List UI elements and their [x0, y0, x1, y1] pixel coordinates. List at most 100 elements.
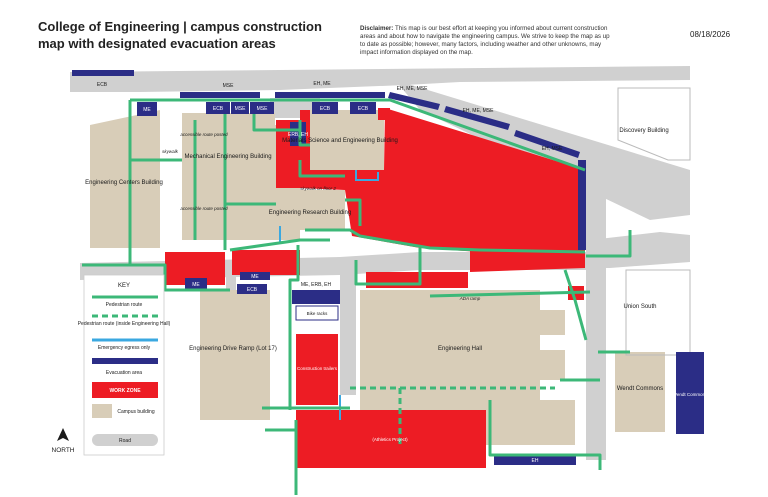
work-zone-left-road	[165, 252, 225, 285]
building-engineering-research	[276, 190, 345, 230]
key-work-swatch	[92, 382, 158, 398]
page-title: College of Engineering | campus construc…	[38, 19, 322, 51]
route-mid	[229, 238, 330, 252]
key-road-label: Road	[119, 438, 131, 444]
work-zone-east-road	[470, 248, 585, 272]
evac-label-ecb-top: ECB	[97, 82, 108, 88]
evac-mse-top	[180, 92, 260, 98]
building-wendt-commons	[615, 352, 665, 432]
road-stub-2	[340, 270, 356, 395]
route-east-branch	[586, 230, 632, 258]
label-materials-science: Materials Science and Engineering Buildi…	[282, 138, 398, 144]
evac-mse-row	[231, 102, 249, 114]
bike-racks-box	[295, 305, 339, 321]
evac-ecb-low	[237, 284, 267, 294]
route-east-diag	[563, 269, 588, 341]
evac-labels: ECB MSE EH, ME EH, ME, MSE EH, ME, MSE E…	[97, 81, 708, 464]
annotation-bike-racks: Bike racks	[307, 311, 329, 316]
key-road-swatch	[92, 434, 158, 446]
building-discovery	[617, 87, 691, 161]
evac-erb-eh	[290, 122, 306, 146]
evac-label-mse-row-2: MSE	[257, 106, 269, 112]
evac-eh-me-mse	[388, 92, 440, 110]
building-mechanical-engineering	[182, 113, 300, 240]
label-engineering-research: Engineering Research Building	[269, 210, 351, 216]
route-hall-north	[354, 248, 422, 286]
label-engineering-centers: Engineering Centers Building	[85, 180, 163, 186]
label-engineering-drive-ramp: Engineering Drive Ramp (Lot 17)	[189, 346, 277, 352]
compass: NORTH	[52, 428, 75, 454]
key-pedestrian-label: Pedestrian route	[106, 302, 143, 308]
evac-label-mse-top: MSE	[223, 83, 235, 89]
evac-label-me-erb-eh: ME, ERB, EH	[301, 282, 332, 288]
key-box	[83, 274, 165, 456]
route-left-road	[82, 263, 230, 292]
key-inside-label: Pedestrian route (inside Engineering Hal…	[78, 321, 171, 327]
annotation-skywalk: skywalk	[162, 149, 179, 154]
evac-me-low	[185, 278, 207, 290]
work-zone-mid-road	[232, 250, 300, 275]
evac-ecb-mse-2	[350, 102, 376, 114]
annotation-ada-ramp: ADA ramp	[459, 296, 481, 301]
route-bottom-right	[488, 400, 602, 470]
evac-ecb-mse	[312, 102, 338, 114]
evac-label-mse-row: MSE	[235, 106, 247, 112]
evac-ecb-row	[206, 102, 230, 114]
road-north	[70, 66, 690, 92]
building-engineering-centers	[90, 110, 160, 248]
route-erb	[345, 198, 362, 226]
evac-label-erb-eh: ERB, EH	[288, 132, 308, 138]
key-building-swatch	[92, 404, 112, 418]
evac-label-eh-me-top: EH, ME	[313, 81, 331, 87]
building-union-south	[625, 269, 691, 356]
evac-eh-me-mse-2	[444, 106, 510, 130]
route-mse-1	[298, 120, 310, 147]
label-engineering-hall: Engineering Hall	[438, 346, 482, 352]
evac-label-me-mid: ME	[251, 274, 259, 280]
key-title: KEY	[118, 283, 130, 289]
route-north	[130, 98, 586, 172]
evac-label-eh-me-mse: EH, ME, MSE	[397, 86, 429, 92]
evac-label-me-low: ME	[192, 282, 200, 288]
evacuation-areas	[72, 70, 704, 465]
building-labels: Engineering Centers Building Mechanical …	[85, 128, 669, 392]
map-key: KEY Pedestrian route Pedestrian route (i…	[78, 274, 171, 456]
evac-eh-mse	[514, 130, 580, 158]
work-zone-athletics	[296, 410, 486, 468]
evac-label-wendt-commons: Wendt Commons	[673, 392, 708, 397]
evac-label-me-left: ME	[143, 107, 151, 113]
annotation-athletics-project: (Athletics Project)	[372, 437, 408, 442]
label-union-south: Union South	[623, 304, 656, 310]
evac-wendt-commons	[676, 352, 704, 434]
work-zones	[165, 108, 585, 468]
building-materials-science	[310, 110, 384, 170]
work-zone-small	[378, 108, 390, 120]
annotation-skywalk-floor2: skywalk on floor 2	[300, 186, 336, 191]
pedestrian-routes	[82, 98, 632, 495]
north-arrow-icon	[57, 428, 69, 441]
key-evac-swatch	[92, 358, 158, 364]
disclaimer-label: Disclaimer:	[360, 25, 394, 32]
date-label: 08/18/2026	[690, 30, 731, 39]
evac-eh-me-top	[275, 92, 385, 98]
annotation-construction-trailers: Construction trailers	[297, 366, 338, 371]
evac-ecb-top	[72, 70, 134, 76]
route-hall-ada	[429, 290, 591, 298]
disclaimer: Disclaimer: This map is our best effort …	[360, 25, 612, 57]
route-mse-2	[298, 160, 345, 178]
evac-mse-row-2	[250, 102, 274, 114]
label-mechanical-engineering: Mechanical Engineering Building	[184, 154, 271, 160]
key-evac-label: Evacuation area	[106, 370, 142, 376]
evac-label-eh-me-mse-2: EH, ME, MSE	[463, 108, 495, 114]
evac-label-eh-mse: EH, MSE	[542, 146, 563, 152]
key-building-label: Campus building	[117, 409, 154, 415]
evac-label-eh-bottom: EH	[532, 458, 539, 464]
evac-label-ecb-mse-2: ECB	[358, 106, 369, 112]
evac-me-erb-eh	[292, 290, 340, 304]
work-zone-trailers	[296, 334, 338, 405]
evac-label-ecb-row: ECB	[213, 106, 224, 112]
key-work-label: WORK ZONE	[109, 388, 141, 394]
evac-me-left	[137, 102, 157, 116]
label-wendt-commons: Wendt Commons	[617, 386, 663, 392]
